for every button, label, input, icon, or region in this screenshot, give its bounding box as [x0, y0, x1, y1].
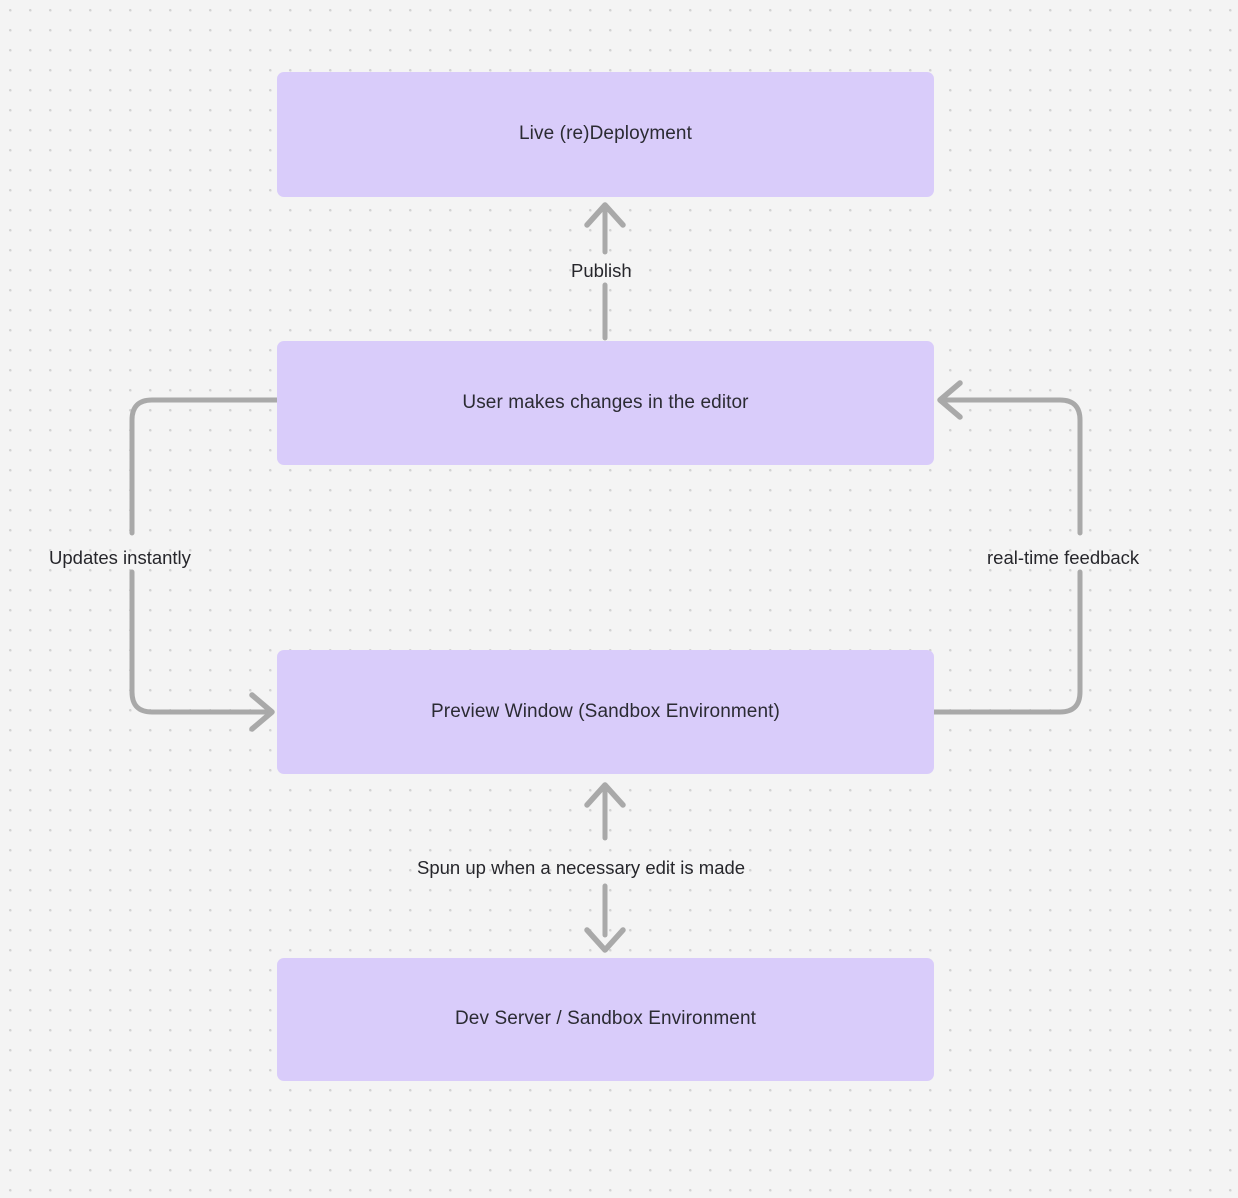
node-live-deployment-label: Live (re)Deployment: [519, 123, 692, 145]
edge-label-publish: Publish: [571, 260, 632, 281]
node-preview-window[interactable]: Preview Window (Sandbox Environment): [277, 650, 934, 774]
edge-updates-line-upper: [129, 397, 280, 536]
node-user-edits-label: User makes changes in the editor: [462, 391, 749, 413]
edge-feedback-arrowhead: [937, 380, 963, 420]
node-user-makes-changes-in-the-editor[interactable]: User makes changes in the editor: [277, 341, 934, 465]
edge-feedback-line-lower: [931, 569, 1083, 715]
edge-publish-arrowhead: [584, 202, 626, 228]
edge-updates-arrowhead: [249, 692, 275, 732]
edge-spun-up-arrowhead-up: [584, 782, 626, 808]
edge-spun-up-arrowhead-down: [584, 927, 626, 953]
node-dev-server-label: Dev Server / Sandbox Environment: [454, 1008, 756, 1030]
edge-label-spun-up-when-a-necessary-edit-is-made: Spun up when a necessary edit is made: [417, 857, 746, 878]
node-live-deployment[interactable]: Live (re)Deployment: [277, 72, 934, 197]
edge-label-real-time-feedback: real-time feedback: [987, 547, 1140, 568]
node-preview-window-label: Preview Window (Sandbox Environment): [431, 700, 780, 722]
edge-label-updates-instantly: Updates instantly: [49, 547, 191, 568]
edge-updates-line-lower: [129, 569, 269, 715]
edge-feedback-line-upper: [943, 397, 1083, 536]
node-dev-server[interactable]: Dev Server / Sandbox Environment: [277, 958, 934, 1081]
